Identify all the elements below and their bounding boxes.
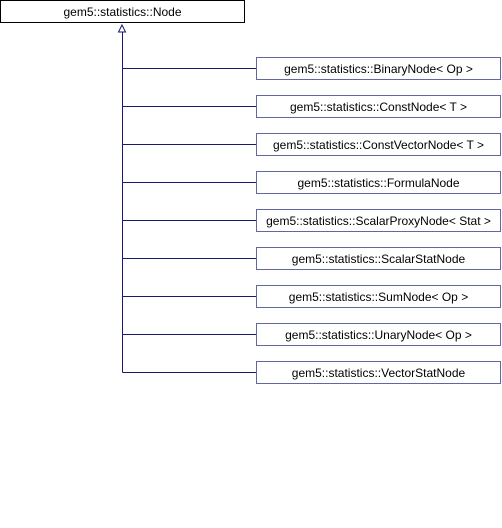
derived-class-label[interactable]: gem5::statistics::ScalarStatNode xyxy=(292,252,466,266)
derived-class-list: gem5::statistics::BinaryNode< Op >gem5::… xyxy=(256,57,501,384)
derived-class-label[interactable]: gem5::statistics::BinaryNode< Op > xyxy=(284,62,473,76)
derived-class-node[interactable]: gem5::statistics::ScalarStatNode xyxy=(256,247,501,270)
derived-class-node[interactable]: gem5::statistics::ConstNode< T > xyxy=(256,95,501,118)
derived-class-node[interactable]: gem5::statistics::VectorStatNode xyxy=(256,361,501,384)
inheritance-arrowhead xyxy=(117,23,127,33)
derived-class-box[interactable] xyxy=(256,209,501,232)
derived-class-box[interactable] xyxy=(256,133,501,156)
derived-class-node[interactable]: gem5::statistics::UnaryNode< Op > xyxy=(256,323,501,346)
derived-class-box[interactable] xyxy=(256,57,501,80)
derived-class-box[interactable] xyxy=(256,247,501,270)
derived-class-node[interactable]: gem5::statistics::ScalarProxyNode< Stat … xyxy=(256,209,501,232)
derived-class-node[interactable]: gem5::statistics::BinaryNode< Op > xyxy=(256,57,501,80)
root-node-label: gem5::statistics::Node xyxy=(63,5,181,19)
derived-class-box[interactable] xyxy=(256,95,501,118)
derived-class-label[interactable]: gem5::statistics::SumNode< Op > xyxy=(289,290,468,304)
derived-class-label[interactable]: gem5::statistics::VectorStatNode xyxy=(292,366,466,380)
derived-class-node[interactable]: gem5::statistics::ConstVectorNode< T > xyxy=(256,133,501,156)
derived-class-box[interactable] xyxy=(256,323,501,346)
root-node: gem5::statistics::Node xyxy=(0,0,245,23)
derived-class-node[interactable]: gem5::statistics::FormulaNode xyxy=(256,171,501,194)
derived-class-node[interactable]: gem5::statistics::SumNode< Op > xyxy=(256,285,501,308)
derived-class-label[interactable]: gem5::statistics::UnaryNode< Op > xyxy=(285,328,472,342)
inheritance-edges xyxy=(122,32,257,373)
derived-class-box[interactable] xyxy=(256,361,501,384)
derived-class-label[interactable]: gem5::statistics::ConstNode< T > xyxy=(290,100,467,114)
derived-class-label[interactable]: gem5::statistics::ConstVectorNode< T > xyxy=(273,138,484,152)
derived-class-label[interactable]: gem5::statistics::FormulaNode xyxy=(297,176,459,190)
derived-class-box[interactable] xyxy=(256,171,501,194)
derived-class-label[interactable]: gem5::statistics::ScalarProxyNode< Stat … xyxy=(266,214,491,228)
root-node-box xyxy=(0,0,245,23)
derived-class-box[interactable] xyxy=(256,285,501,308)
